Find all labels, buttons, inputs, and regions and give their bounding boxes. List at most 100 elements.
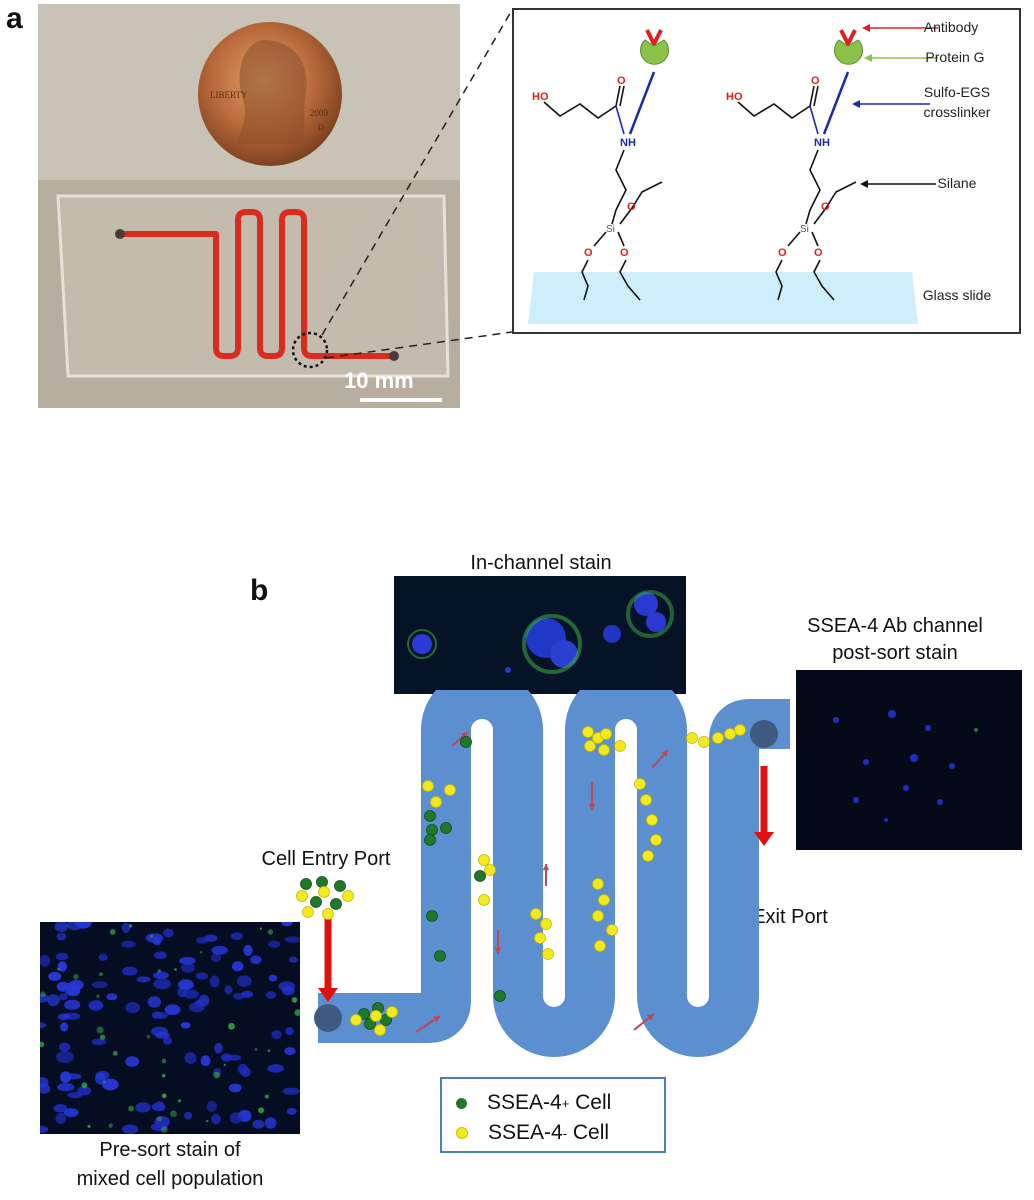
nucleus: [40, 954, 51, 967]
nucleus: [47, 994, 60, 1007]
green-stain-speck: [177, 1099, 182, 1103]
nucleus: [211, 953, 221, 963]
green-stain-speck: [96, 1026, 104, 1034]
channel-path: [318, 690, 790, 1057]
nucleus: [64, 1108, 79, 1118]
negative-cell: [592, 878, 604, 890]
entry-arrow-head: [318, 988, 338, 1002]
nucleus: [237, 1063, 248, 1075]
nucleus: [200, 1055, 211, 1067]
positive-cell: [300, 878, 312, 890]
negative-cell: [592, 910, 604, 922]
flow-arrowhead: [494, 947, 502, 954]
ho-label-right: HO: [726, 91, 743, 103]
nucleus: [155, 1032, 170, 1039]
green-stain-speck: [40, 1041, 45, 1048]
negative-cell: [712, 732, 724, 744]
negative-cell: [530, 908, 542, 920]
nucleus: [154, 1116, 170, 1128]
cell-legend: SSEA-4+ Cell SSEA-4- Cell: [440, 1077, 666, 1153]
svg-text:O: O: [821, 201, 830, 213]
nucleus: [56, 1051, 74, 1063]
nucleus: [77, 1085, 92, 1096]
negative-cell: [734, 724, 746, 736]
nucleus: [198, 994, 210, 1007]
post-sort-cells: [833, 710, 978, 822]
nucleus: [268, 940, 281, 948]
negative-cell: [594, 940, 606, 952]
nucleus: [122, 1124, 139, 1134]
negative-cell: [296, 890, 308, 902]
negative-cell: [386, 1006, 398, 1018]
positive-cell: [364, 1018, 376, 1030]
ho-label-left: HO: [532, 91, 549, 103]
nucleus: [196, 937, 209, 944]
nucleus: [60, 1022, 69, 1032]
post-sort-title-line2: post-sort stain: [832, 642, 958, 664]
nucleus: [55, 1112, 66, 1125]
lincoln-portrait: [236, 40, 307, 144]
positive-cell: [316, 876, 328, 888]
nucleus: [59, 1042, 71, 1052]
nucleus: [147, 996, 161, 1008]
nucleus: [229, 1112, 243, 1124]
positive-cell: [334, 880, 346, 892]
antibody-label: Antibody: [923, 19, 979, 35]
nucleus: [181, 962, 195, 973]
nucleus: [288, 956, 298, 963]
glass-slide-label: Glass slide: [922, 287, 992, 303]
nucleus: [102, 1078, 119, 1091]
negative-cell: [370, 1010, 382, 1022]
green-stain-speck: [146, 1035, 150, 1039]
nucleus: [121, 922, 131, 933]
in-channel-stain-image: [394, 576, 686, 694]
nucleus: [195, 972, 208, 980]
scale-bar-label: 10 mm: [344, 368, 414, 393]
nucleus: [136, 976, 151, 983]
green-stain-speck: [258, 1107, 265, 1114]
zoom-line-lower: [325, 331, 513, 359]
nucleus: [180, 1022, 191, 1029]
green-stain-speck: [156, 1116, 163, 1122]
nucleus: [268, 974, 278, 982]
nucleus: [67, 1092, 82, 1099]
negative-cell: [686, 732, 698, 744]
nucleus: [40, 1125, 49, 1134]
legend-positive-sup: +: [561, 1095, 570, 1111]
green-stain-speck: [267, 1049, 271, 1053]
nucleus: [285, 1026, 294, 1036]
svg-text:O: O: [620, 247, 629, 259]
nucleus: [237, 975, 252, 987]
negative-cell: [584, 740, 596, 752]
nucleus: [163, 928, 174, 938]
nucleus: [284, 1047, 296, 1056]
green-stain-speck: [109, 929, 116, 935]
negative-cell: [724, 728, 736, 740]
nucleus: [271, 1030, 282, 1039]
green-stain-speck: [99, 1034, 106, 1040]
negative-cell: [582, 726, 594, 738]
positive-cell: [424, 810, 436, 822]
green-stain-speck: [254, 1048, 258, 1051]
nucleus: [88, 1000, 104, 1011]
negative-cell: [534, 932, 546, 944]
nucleus: [284, 936, 300, 943]
positive-cell: [380, 1014, 392, 1026]
chip-photo: LIBERTY 2009 D 10 mm: [38, 4, 460, 408]
protein-g-shape-left: [640, 39, 669, 65]
negative-cell: [484, 864, 496, 876]
nucleus: [228, 1083, 242, 1093]
green-stain-speck: [108, 1123, 113, 1128]
nucleus: [145, 933, 164, 943]
nucleus: [40, 1083, 51, 1094]
legend-positive-base: SSEA-4: [487, 1091, 562, 1114]
svg-text:O: O: [778, 247, 787, 259]
green-stain-speck: [291, 997, 298, 1003]
nucleus: [57, 1083, 75, 1092]
nucleus: [211, 1113, 221, 1125]
positive-cell: [474, 870, 486, 882]
nucleus: [91, 1038, 106, 1046]
nucleus: [98, 953, 108, 961]
nucleus: [106, 993, 118, 1001]
zoom-circle: [291, 331, 329, 369]
